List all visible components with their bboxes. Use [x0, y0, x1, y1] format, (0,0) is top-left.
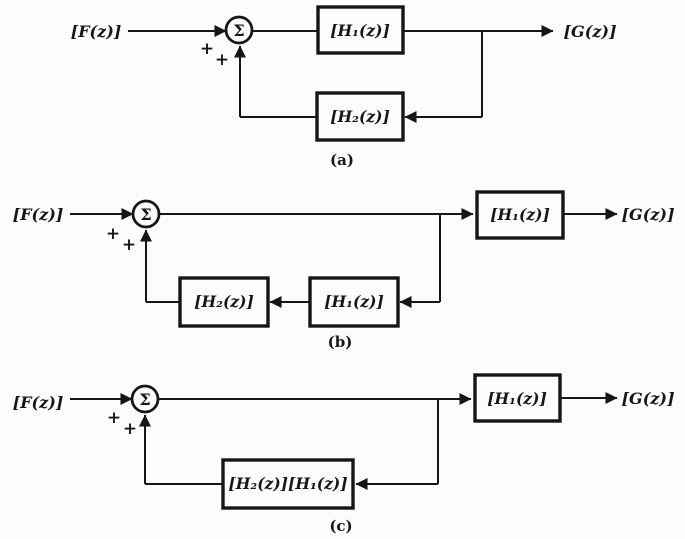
plus-sign-feedback: +: [122, 235, 136, 255]
plus-sign-input: +: [107, 408, 121, 428]
forward-block: [475, 190, 565, 240]
feedback-block-inner: [308, 276, 400, 328]
feedback-block-outer: [178, 276, 270, 328]
feedback-block-outer-label: [H₂(z)]: [194, 292, 254, 311]
forward-block-label: [H₁(z)]: [490, 205, 550, 224]
subfigure-label: (a): [330, 151, 354, 169]
plus-sign-feedback: +: [215, 50, 229, 70]
feedback-block: [315, 91, 405, 142]
input-signal-label: [F(z)]: [13, 205, 64, 224]
sigma-symbol: Σ: [140, 205, 151, 224]
subfigure-label: (c): [329, 517, 352, 535]
plus-sign-input: +: [200, 39, 214, 59]
plus-sign-feedback: +: [123, 419, 137, 439]
input-signal-label: [F(z)]: [13, 393, 64, 412]
plus-sign-input: +: [106, 224, 120, 244]
diagram-a: [F(z)] Σ + + [H₁(z)] [G(z)] [H₂(z)] (a): [71, 5, 617, 169]
sigma-symbol: Σ: [139, 390, 150, 409]
feedback-block-inner-label: [H₁(z)]: [324, 292, 384, 311]
output-signal-label: [G(z)]: [563, 22, 616, 41]
diagram-b: [F(z)] Σ + + [H₁(z)] [G(z)] [H₁(z)] [H₂(…: [13, 190, 675, 351]
feedback-block-label: [H₂(z)]: [330, 107, 390, 126]
forward-block-label: [H₁(z)]: [487, 389, 547, 408]
forward-block-label: [H₁(z)]: [330, 21, 390, 40]
forward-block: [473, 373, 562, 423]
input-signal-label: [F(z)]: [71, 22, 122, 41]
output-signal-label: [G(z)]: [621, 205, 674, 224]
feedback-block-label: [H₂(z)][H₁(z)]: [228, 474, 347, 493]
subfigure-label: (b): [328, 333, 353, 351]
diagram-c: [F(z)] Σ + + [H₁(z)] [G(z)] [H₂(z)][H₁(z…: [13, 373, 675, 535]
output-signal-label: [G(z)]: [621, 389, 674, 408]
sigma-symbol: Σ: [233, 21, 244, 40]
